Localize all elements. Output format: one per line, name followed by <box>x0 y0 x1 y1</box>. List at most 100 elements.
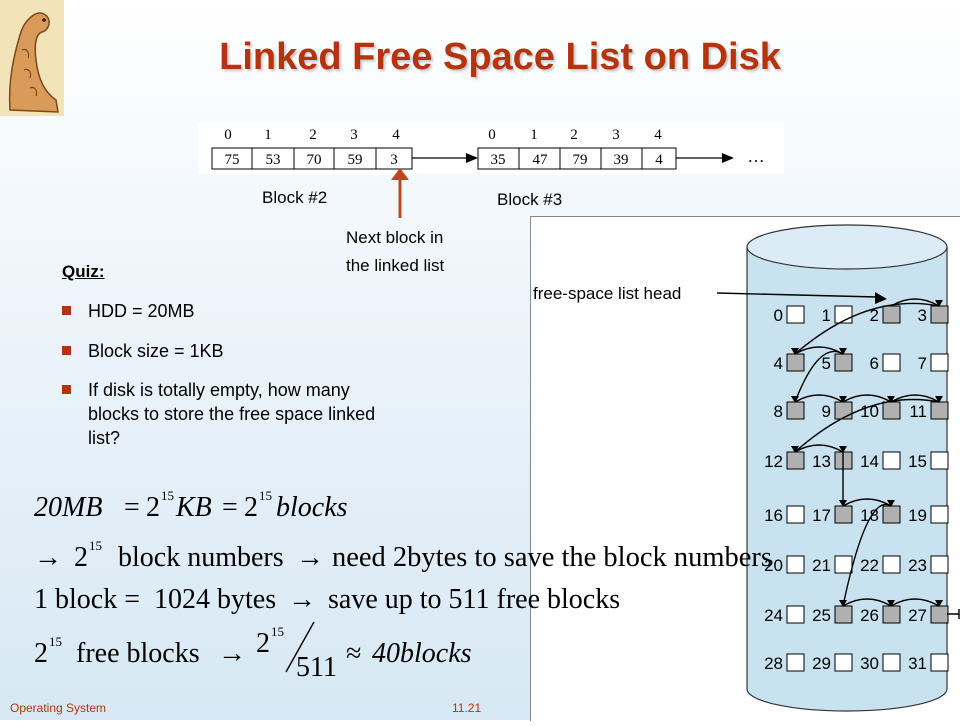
block3-index: 1 <box>530 127 538 143</box>
head-pointer-line <box>716 292 878 298</box>
next-block-annotation: Next block in the linked list <box>346 224 444 280</box>
disk-block-used <box>834 653 853 672</box>
disk-block-number: 14 <box>860 452 879 471</box>
disk-block-used <box>882 353 901 372</box>
disk-link-arrow <box>794 302 940 355</box>
disk-block-used <box>786 505 805 524</box>
disk-block-number: 11 <box>909 402 927 421</box>
disk-block-free <box>882 605 901 624</box>
ellipsis: … <box>748 147 765 166</box>
block2-value: 53 <box>266 152 281 168</box>
math-approx: ≈ <box>346 638 361 669</box>
free-list-head-label: free-space list head <box>533 284 681 303</box>
disk-block-number: 7 <box>918 354 927 373</box>
disk-block-number: 13 <box>812 452 831 471</box>
block3-value: 47 <box>533 152 549 168</box>
disk-link-arrowhead <box>791 348 799 355</box>
block3-index: 3 <box>612 127 620 143</box>
math-line2-text: block numbers <box>118 542 284 573</box>
disk-block-number: 17 <box>812 506 831 525</box>
math-arrow: → <box>218 638 246 669</box>
disk-link-arrowhead <box>887 396 895 403</box>
disk-block-number: 28 <box>764 654 783 673</box>
block3-label: Block #3 <box>497 190 563 209</box>
disk-block-used <box>930 353 949 372</box>
disk-block-number: 26 <box>860 606 879 625</box>
cylinder-top <box>746 224 948 270</box>
disk-block-number: 20 <box>764 556 783 575</box>
math-exp: 15 <box>49 634 62 649</box>
head-pointer-arrowhead <box>875 292 887 304</box>
math-line3-text: 1024 bytes <box>154 584 276 615</box>
disk-block-used <box>930 505 949 524</box>
block3-indices: 0 1 2 3 4 <box>488 127 662 143</box>
block2-value: 59 <box>348 152 363 168</box>
disk-block-free <box>930 401 949 420</box>
bullet-square <box>62 385 71 394</box>
disk-link-arrowhead <box>887 500 895 507</box>
math-frac-num-exp: 15 <box>271 624 284 639</box>
disk-block-number: 23 <box>908 556 927 575</box>
quiz-bullet: HDD = 20MB <box>62 299 195 323</box>
bullet-text-multiline: If disk is totally empty, how many block… <box>88 378 375 450</box>
disk-block-free <box>786 353 805 372</box>
quiz-bullet: If disk is totally empty, how many block… <box>62 378 375 450</box>
link-arrowhead <box>466 153 478 163</box>
disk-block-free <box>834 605 853 624</box>
disk-block-number: 27 <box>908 606 927 625</box>
block3-index: 0 <box>488 127 496 143</box>
disk-block-number: 9 <box>822 402 831 421</box>
disk-block-number: 16 <box>764 506 783 525</box>
annotation-line: the linked list <box>346 256 445 275</box>
disk-block-number: 15 <box>908 452 927 471</box>
disk-block-used <box>930 653 949 672</box>
block3-index: 2 <box>570 127 578 143</box>
block2-index: 3 <box>350 127 358 143</box>
math-arrow: → <box>288 584 316 615</box>
disk-block-free <box>834 353 853 372</box>
disk-link-arrowhead <box>839 348 847 355</box>
disk-link-arrow <box>890 394 940 403</box>
math-exp: 15 <box>259 488 272 503</box>
disk-link-arrow <box>794 398 940 453</box>
block3-value: 4 <box>655 152 663 168</box>
block3-value: 35 <box>491 152 506 168</box>
disk-link-arrowhead <box>839 396 847 403</box>
math-exp: 15 <box>161 488 174 503</box>
quiz-solution-math: 20MB = 2 15 KB = 2 15 blocks → 2 15 bloc… <box>34 488 772 680</box>
page-title: Linked Free Space List on Disk <box>219 36 781 78</box>
disk-block-number: 6 <box>870 354 879 373</box>
disk-block-number: 29 <box>812 654 831 673</box>
disk-block-number: 1 <box>822 306 831 325</box>
quiz-title: Quiz: <box>62 262 105 281</box>
math-frac-num-base: 2 <box>256 628 270 659</box>
bullet-text: HDD = 20MB <box>88 301 195 321</box>
annotation-line: Next block in <box>346 228 444 247</box>
disk-block-number: 0 <box>774 306 783 325</box>
disk-block-number: 30 <box>860 654 879 673</box>
block2-index: 1 <box>264 127 272 143</box>
block2-value: 75 <box>225 152 240 168</box>
disk-block-free <box>834 401 853 420</box>
block2-index: 0 <box>224 127 232 143</box>
disk-block-number: 10 <box>860 402 879 421</box>
math-equals: = <box>222 492 238 523</box>
math-line1-rhs: blocks <box>276 492 348 523</box>
disk-block-used <box>882 451 901 470</box>
math-exp: 15 <box>89 538 102 553</box>
disk-link-arrowhead <box>791 396 799 403</box>
math-line4-text: free blocks <box>76 638 200 669</box>
math-arrow: → <box>34 542 62 573</box>
disk-link-arrowhead <box>839 600 847 607</box>
disk-block-number: 5 <box>822 354 831 373</box>
footer-slide-number: 11.21 <box>452 701 482 715</box>
disk-block-number: 12 <box>764 452 783 471</box>
disk-block-free <box>882 401 901 420</box>
math-frac-den: 511 <box>296 652 337 680</box>
disk-block-free <box>786 401 805 420</box>
math-arrow: → <box>296 542 324 573</box>
disk-block-used <box>834 555 853 574</box>
disk-link-arrow <box>890 598 940 607</box>
disk-block-used <box>930 451 949 470</box>
disk-block-number: 3 <box>918 306 927 325</box>
